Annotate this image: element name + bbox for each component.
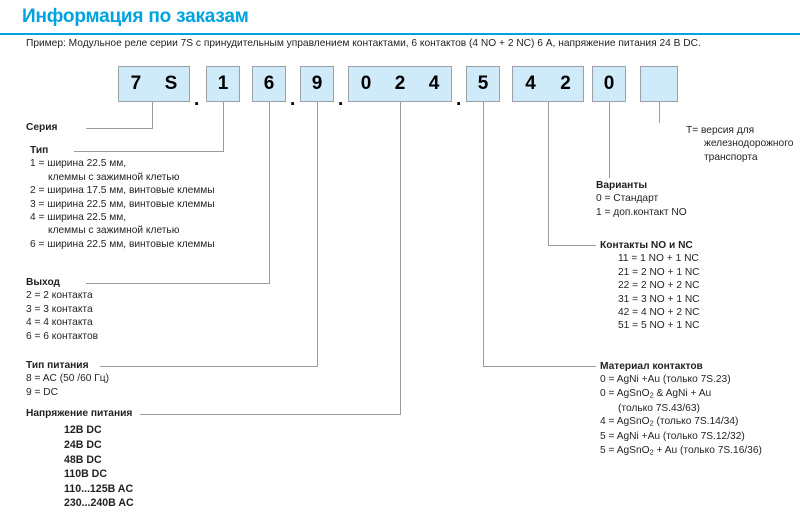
section-type-heading: Тип [30,145,49,156]
leader-line-no-nc [548,102,549,246]
leader-line-supply-type [317,102,318,367]
code-separator: . [456,89,462,110]
section-supply-voltage-row: 110B DC [64,468,107,481]
code-char: 9 [311,73,323,94]
code-char: S [164,73,178,94]
section-railway-row: транспорта [704,151,758,163]
leader-line-contact-material [483,102,484,367]
section-output-heading: Выход [26,277,61,288]
section-output-row: 3 = 3 контакта [26,303,93,315]
leader-line-type [223,102,224,152]
section-output-row: 4 = 4 контакта [26,317,93,329]
section-variants-row: 0 = Стандарт [596,193,659,205]
section-no-nc-row: 21 = 2 NO + 1 NC [618,266,700,278]
section-supply-type-row: 8 = AC (50 /60 Гц) [26,373,109,385]
leader-line-supply-type-h [100,366,318,367]
leader-line-series-h [86,128,153,129]
code-box-supply-voltage[interactable]: 0 2 4 [348,66,452,102]
section-supply-voltage-heading: Напряжение питания [26,408,133,419]
section-variants: Варианты 0 = Стандарт 1 = доп.контакт NO [596,179,687,219]
section-supply-voltage-row: 12B DC [64,424,102,437]
code-box-series[interactable]: 7 S [118,66,190,102]
section-type: Тип 1 = ширина 22.5 мм, клеммы с зажимно… [30,144,215,251]
section-material: Материал контактов 0 = AgNi +Au (только … [600,360,762,459]
section-type-row: 1 = ширина 22.5 мм, [30,158,127,170]
code-separator: . [194,89,200,110]
section-material-row: 4 = AgSnO2 (только 7S.14/34) [600,416,739,428]
code-separator: . [290,89,296,110]
section-output: Выход 2 = 2 контакта 3 = 3 контакта 4 = … [26,276,98,343]
leader-line-series [152,102,153,129]
section-material-heading: Материал контактов [600,361,703,372]
section-no-nc-row: 11 = 1 NO + 1 NC [618,253,699,265]
code-box-contact-material[interactable]: 5 [466,66,500,102]
code-box-railway[interactable] [640,66,678,102]
code-char: 2 [394,73,406,94]
leader-line-supply-voltage [400,102,401,415]
section-railway-row: железнодорожного [704,138,794,150]
section-railway-row: T= версия для [686,125,755,136]
section-no-nc: Контакты NO и NC 11 = 1 NO + 1 NC 21 = 2… [600,239,700,333]
code-char: 7 [130,73,142,94]
code-box-supply-type[interactable]: 9 [300,66,334,102]
leader-line-type-h [74,151,224,152]
leader-line-railway [659,102,660,123]
leader-line-no-nc-h [548,245,596,246]
section-type-row: клеммы с зажимной клетью [48,225,180,237]
section-supply-voltage: Напряжение питания 12B DC 24B DC 48B DC … [26,407,134,511]
leader-line-output-h [86,283,270,284]
example-description: Пример: Модульное реле серии 7S с принуд… [26,38,701,49]
section-no-nc-row: 31 = 3 NO + 1 NC [618,293,700,305]
section-material-row: 0 = AgNi +Au (только 7S.23) [600,374,731,386]
section-series: Серия [26,121,57,134]
section-no-nc-row: 42 = 4 NO + 2 NC [618,307,700,319]
section-material-row: 5 = AgSnO2 + Au (только 7S.16/36) [600,444,762,457]
code-char: 6 [263,73,275,94]
section-type-row: 4 = ширина 22.5 мм, [30,212,127,224]
section-supply-voltage-row: 24B DC [64,439,102,451]
section-material-row: 5 = AgNi +Au (только 7S.12/32) [600,431,745,443]
code-box-type[interactable]: 1 [206,66,240,102]
code-char: 0 [360,73,372,94]
section-supply-voltage-row: 48B DC [64,453,102,466]
section-variants-heading: Варианты [596,180,648,191]
code-char: 1 [217,73,229,94]
section-supply-voltage-row: 110...125B AC [64,482,134,495]
leader-line-variants [609,102,610,178]
section-type-row: 3 = ширина 22.5 мм, винтовые клеммы [30,198,215,210]
section-supply-voltage-row: 230...240B AC [64,497,134,510]
section-material-row: 0 = AgSnO2 & AgNi + Au [600,387,712,400]
code-char: 2 [560,73,571,94]
section-output-row: 2 = 2 контакта [26,290,93,302]
code-char: 4 [428,73,440,94]
code-char: 0 [603,73,615,94]
code-char: 4 [525,73,536,94]
section-type-row: 6 = ширина 22.5 мм, винтовые клеммы [30,238,215,250]
section-material-row: (только 7S.43/63) [618,402,700,414]
section-railway: T= версия для железнодорожного транспорт… [686,124,793,164]
section-supply-type-heading: Тип питания [26,360,89,371]
code-box-no-nc-contacts[interactable]: 4 2 [512,66,584,102]
section-series-heading: Серия [26,122,58,133]
section-no-nc-row: 22 = 2 NO + 2 NC [618,280,700,292]
section-no-nc-row: 51 = 5 NO + 1 NC [618,320,700,332]
code-box-variants[interactable]: 0 [592,66,626,102]
leader-line-output [269,102,270,284]
section-variants-row: 1 = доп.контакт NO [596,206,687,218]
section-supply-type: Тип питания 8 = AC (50 /60 Гц) 9 = DC [26,359,109,399]
section-no-nc-heading: Контакты NO и NC [600,240,693,251]
leader-line-supply-voltage-h [140,414,401,415]
code-char: 5 [477,73,489,94]
leader-line-contact-material-h [483,366,596,367]
order-code-row: 7 S . 1 6 . 9 . 0 2 4 . 5 4 2 0 [0,66,800,110]
code-box-output[interactable]: 6 [252,66,286,102]
title-divider [0,33,800,35]
code-separator: . [338,89,344,110]
section-type-row: клеммы с зажимной клетью [48,171,180,183]
section-type-row: 2 = ширина 17.5 мм, винтовые клеммы [30,185,215,197]
section-output-row: 6 = 6 контактов [26,330,99,342]
page-title: Информация по заказам [22,6,249,27]
section-supply-type-row: 9 = DC [26,386,58,398]
